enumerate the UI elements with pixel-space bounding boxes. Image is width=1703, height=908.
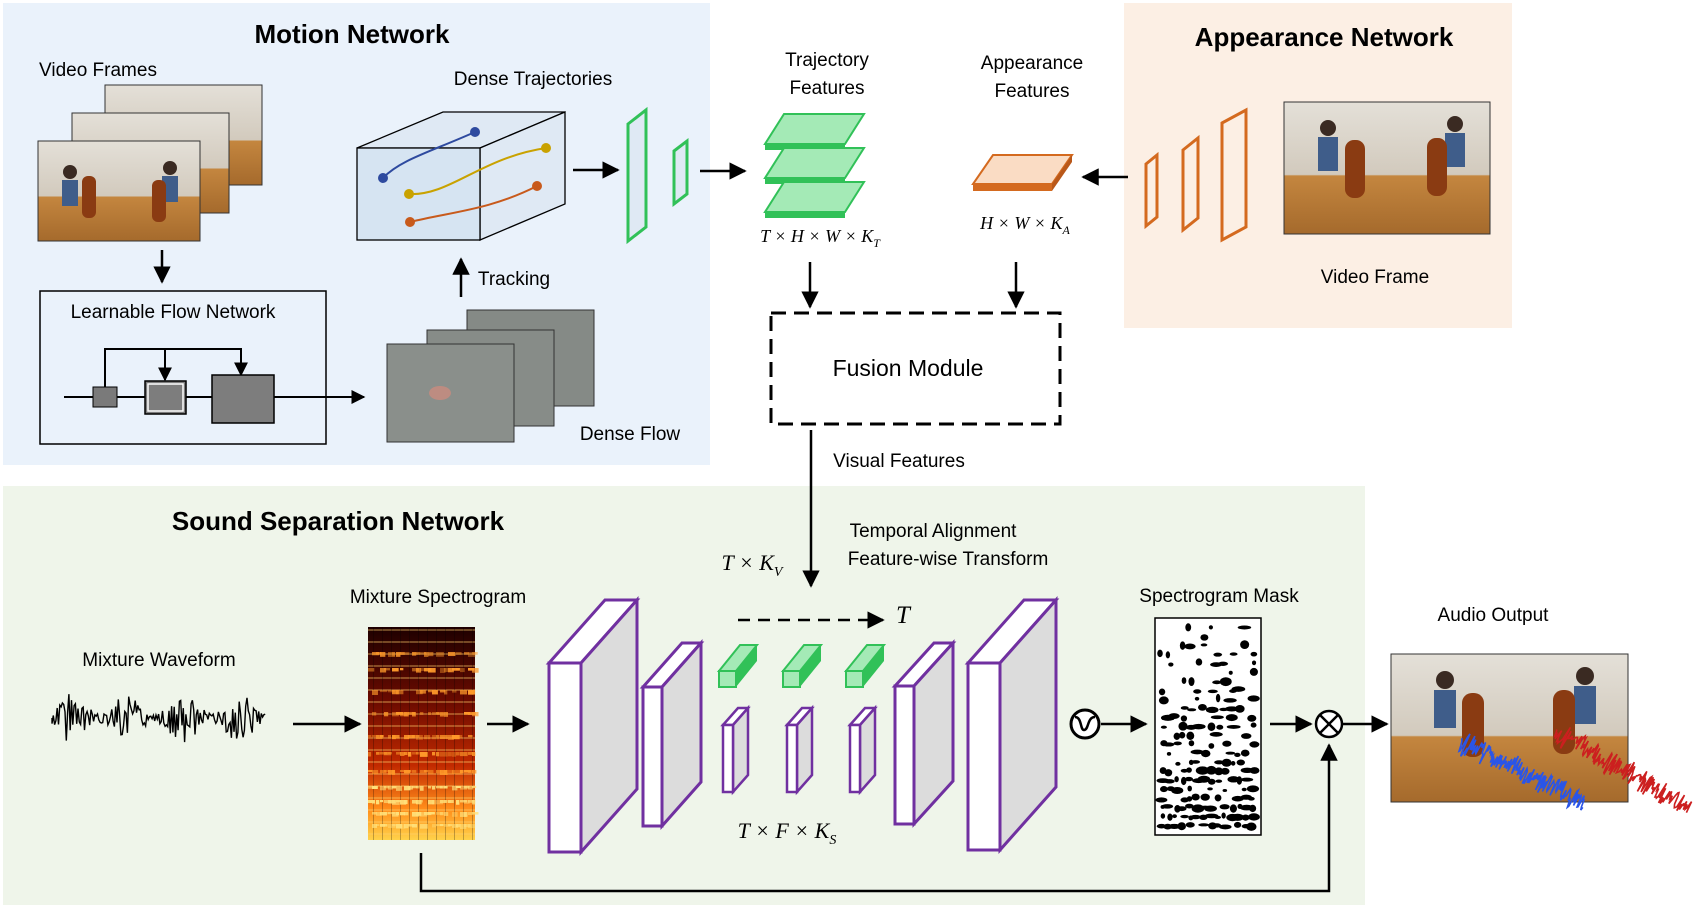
unet-encoder <box>545 596 705 856</box>
flow-block-large <box>211 374 275 424</box>
trajectory-dims-math: T × H × W × KT <box>760 226 881 250</box>
appearance-network-title: Appearance Network <box>1195 22 1454 52</box>
dense-trajectories-label: Dense Trajectories <box>454 69 612 90</box>
trajectory-features-stack <box>763 113 866 218</box>
audio-feature-block <box>784 704 815 796</box>
visual-features-label: Visual Features <box>833 451 965 472</box>
temporal-alignment-label: Temporal Alignment <box>850 521 1018 542</box>
video-frame-thumb <box>37 140 201 242</box>
video-frames-stack <box>37 84 263 242</box>
separated-blue-waveform <box>1457 733 1586 811</box>
fusion-module-label: Fusion Module <box>833 355 984 381</box>
visual-feature-blocks <box>716 644 887 688</box>
audio-output-photo <box>1390 653 1629 803</box>
audio-feature-blocks <box>720 704 878 796</box>
video-frame-photo <box>1283 101 1491 235</box>
flow-network-label: Learnable Flow Network <box>71 302 276 323</box>
mixture-waveform <box>51 694 266 743</box>
dense-flow-stack <box>386 309 595 443</box>
motion-encoder <box>626 106 689 245</box>
flow-network-box <box>39 290 327 445</box>
tracking-label: Tracking <box>478 269 550 290</box>
mixture-waveform-label: Mixture Waveform <box>82 650 235 671</box>
video-frame-label: Video Frame <box>1321 267 1429 288</box>
appearance-features-label-2: Features <box>995 81 1070 102</box>
trajectory-features-label-2: Features <box>790 78 865 99</box>
trajectory-cube <box>356 111 566 241</box>
feature-wise-transform-label: Feature-wise Transform <box>848 549 1049 570</box>
fusion-module-box <box>769 311 1062 426</box>
flow-block-medium <box>144 380 187 415</box>
spectrogram-mask-label: Spectrogram Mask <box>1139 586 1299 607</box>
video-frames-label: Video Frames <box>39 60 157 81</box>
flow-block-small <box>92 386 118 408</box>
motion-network-title: Motion Network <box>255 19 451 49</box>
appearance-features-slab <box>971 154 1074 191</box>
appearance-dims-math: H × W × KA <box>979 213 1070 237</box>
separated-red-waveform <box>1553 726 1693 813</box>
mixture-spectrogram <box>368 627 479 840</box>
visual-feature-block <box>843 644 887 688</box>
temporal-T-label: T <box>896 602 912 629</box>
mixture-skip-connection <box>419 743 1338 893</box>
multiply-icon <box>1314 709 1344 739</box>
dense-flow-label: Dense Flow <box>580 424 681 445</box>
sigmoid-icon <box>1069 708 1101 740</box>
spectrogram-mask <box>1154 617 1262 836</box>
appearance-encoder <box>1144 107 1248 243</box>
sound-separation-title: Sound Separation Network <box>172 506 505 536</box>
audio-feature-block <box>720 704 751 796</box>
visual-dims-math: T × KV <box>722 550 784 580</box>
unet-decoder <box>891 596 1060 854</box>
flow-network-graph <box>64 348 366 424</box>
audio-output-label: Audio Output <box>1438 605 1550 626</box>
mixture-spectrogram-label: Mixture Spectrogram <box>350 587 526 608</box>
trajectory-features-label-1: Trajectory <box>785 50 869 71</box>
audio-dims-math: T × F × KS <box>738 818 837 848</box>
audio-feature-block <box>847 704 878 796</box>
visual-feature-block <box>716 644 760 688</box>
visual-feature-block <box>780 644 824 688</box>
appearance-features-label-1: Appearance <box>981 53 1083 74</box>
